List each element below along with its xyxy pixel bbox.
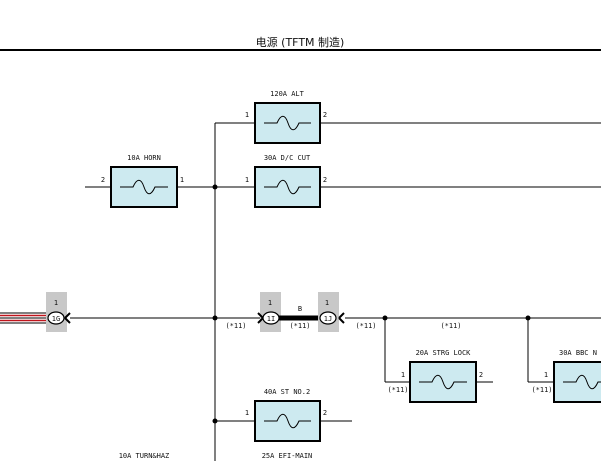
junction-dot — [212, 184, 218, 190]
fuse-20a-strg-lock — [409, 361, 477, 403]
fuse-turnhaz-label: 10A TURN&HAZ — [119, 452, 170, 460]
fuse-dccut-label: 30A D/C CUT — [264, 154, 311, 162]
fuse-strg-pin-right: 2 — [479, 371, 483, 379]
fuse-10a-horn — [110, 166, 178, 208]
connector-1g — [46, 292, 71, 332]
fuse-dccut-pin-left: 1 — [245, 176, 249, 184]
fuse-horn-label: 10A HORN — [127, 154, 161, 162]
fuse-st2-label: 40A ST NO.2 — [264, 388, 310, 396]
bus-note-left: (*11) — [225, 322, 246, 330]
fuse-alt-label: 120A ALT — [270, 90, 305, 98]
bus-note-center: (*11) — [289, 322, 310, 330]
fuse-bbc-label: 30A BBC N — [559, 349, 597, 357]
fuse-element — [264, 179, 311, 195]
fuse-body — [553, 361, 601, 403]
connector-terminal — [47, 311, 65, 325]
connector-1i — [257, 292, 281, 332]
connector-arrow — [64, 312, 71, 324]
fuse-alt-pin-left: 1 — [245, 111, 249, 119]
fuse-bbc-note: (*11) — [531, 386, 552, 394]
fuse-horn-pin-left: 2 — [101, 176, 105, 184]
connector-1i-id: 1I — [267, 315, 275, 323]
bus-note-right-2: (*11) — [440, 322, 461, 330]
page-title: 电源 (TFTM 制造) — [256, 35, 345, 49]
fuse-element — [563, 374, 601, 390]
fuse-efimain-label: 25A EFI-MAIN — [262, 452, 313, 460]
fuse-horn-pin-right: 1 — [180, 176, 184, 184]
connector-1g-id: 1G — [52, 315, 60, 323]
fuse-alt-pin-right: 2 — [323, 111, 327, 119]
fuse-dccut-pin-right: 2 — [323, 176, 327, 184]
fuse-st2-pin-right: 2 — [323, 409, 327, 417]
junction-dot — [212, 418, 218, 424]
bus-note-right-1: (*11) — [355, 322, 376, 330]
connector-1j-id: 1J — [324, 315, 332, 323]
fuse-120a-alt — [254, 102, 321, 144]
bus-bar-label: B — [298, 305, 302, 313]
fuse-strg-note: (*11) — [387, 386, 408, 394]
fuse-element — [120, 179, 168, 195]
connector-1j — [318, 292, 345, 332]
connector-1i-pin: 1 — [268, 299, 272, 307]
fuse-element — [264, 413, 311, 429]
fuse-element — [419, 374, 467, 390]
fuse-30a-bbc — [553, 361, 601, 403]
connector-1g-pin: 1 — [54, 299, 58, 307]
fuse-bbc-pin-left: 1 — [544, 371, 548, 379]
fuse-40a-st-no2 — [254, 400, 321, 442]
fuse-st2-pin-left: 1 — [245, 409, 249, 417]
fuse-strg-label: 20A STRG LOCK — [416, 349, 472, 357]
connector-arrow — [257, 312, 264, 324]
connector-arrow — [338, 312, 345, 324]
junction-dot — [212, 315, 218, 321]
connector-terminal — [319, 311, 337, 325]
fuse-strg-pin-left: 1 — [401, 371, 405, 379]
fuse-30a-dc-cut — [254, 166, 321, 208]
fuse-element — [264, 115, 311, 131]
connector-1j-pin: 1 — [325, 299, 329, 307]
